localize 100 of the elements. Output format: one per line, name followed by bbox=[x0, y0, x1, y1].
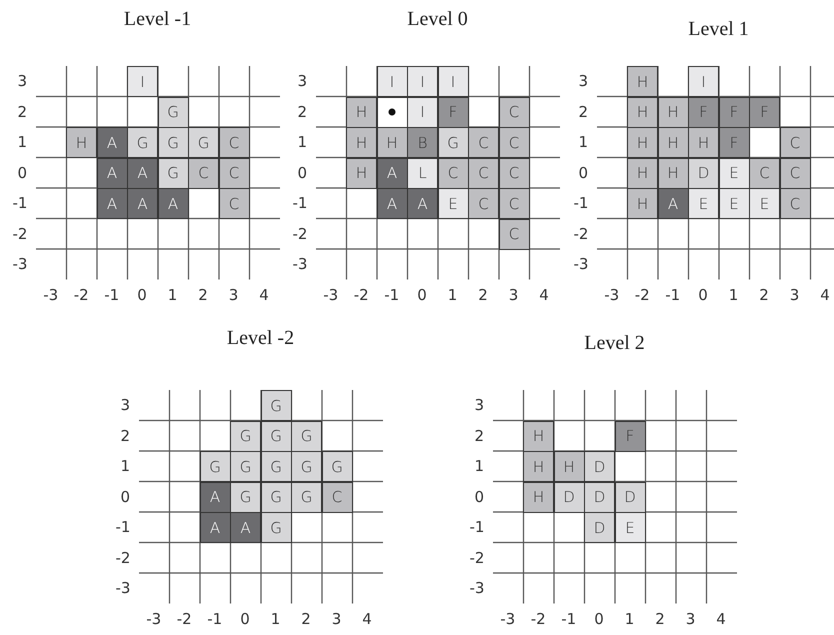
shaded-square: F bbox=[718, 127, 750, 158]
axis-tick-label: -3 bbox=[323, 286, 338, 304]
axis-tick-label: 1 bbox=[168, 286, 178, 304]
shaded-square: D bbox=[554, 482, 584, 512]
shaded-square: C bbox=[218, 158, 250, 188]
shaded-square: A bbox=[96, 188, 128, 219]
shaded-square: F bbox=[718, 96, 750, 128]
axis-tick-label: 3 bbox=[578, 72, 588, 90]
shaded-square: H bbox=[627, 127, 658, 158]
axis-tick-label: 2 bbox=[301, 610, 311, 628]
axis-tick-label: 2 bbox=[120, 426, 130, 445]
axis-tick-label: -3 bbox=[292, 255, 308, 274]
shaded-square: E bbox=[749, 188, 780, 219]
shaded-square: G bbox=[230, 420, 261, 452]
shaded-square: A bbox=[96, 127, 128, 158]
shaded-square: F bbox=[614, 420, 646, 452]
shaded-square: E bbox=[438, 188, 468, 219]
axis-tick-label: -3 bbox=[604, 286, 620, 304]
panel-title: Level -2 bbox=[226, 327, 296, 350]
shaded-square: C bbox=[749, 158, 780, 188]
axis-tick-label: 2 bbox=[655, 610, 665, 628]
axis-tick-label: 4 bbox=[716, 610, 726, 628]
shaded-square: G bbox=[260, 420, 292, 452]
shaded-square: C bbox=[498, 127, 530, 158]
shaded-square: E bbox=[718, 158, 750, 188]
shaded-square: E bbox=[688, 188, 719, 219]
axis-tick-label: 2 bbox=[474, 426, 484, 445]
shaded-square: H bbox=[627, 158, 658, 188]
axis-tick-label: 1 bbox=[298, 133, 308, 152]
axis-tick-label: 1 bbox=[18, 133, 28, 152]
panel-title: Level 2 bbox=[583, 332, 646, 355]
shaded-square: G bbox=[260, 451, 292, 482]
axis-tick-label: 4 bbox=[259, 286, 269, 304]
axis-tick-label: 3 bbox=[332, 610, 342, 628]
axis-tick-label: 3 bbox=[120, 396, 130, 414]
shaded-square: A bbox=[230, 512, 261, 543]
shaded-square: A bbox=[127, 188, 158, 219]
shaded-square: A bbox=[407, 188, 438, 219]
shaded-square: G bbox=[291, 451, 322, 482]
shaded-square: C bbox=[498, 218, 530, 250]
axis-tick-label: 4 bbox=[362, 610, 372, 628]
axis-tick-label: 1 bbox=[728, 286, 738, 304]
shaded-square: C bbox=[498, 96, 530, 128]
shaded-square: D bbox=[584, 451, 615, 482]
axis-tick-label: 0 bbox=[120, 488, 130, 506]
shaded-square: B bbox=[407, 127, 438, 158]
shaded-square: A bbox=[658, 188, 688, 219]
shaded-square: C bbox=[188, 158, 219, 188]
axis-tick-label: -1 bbox=[12, 194, 28, 212]
axis-tick-label: -3 bbox=[43, 286, 58, 304]
shaded-square: I bbox=[376, 66, 408, 97]
shaded-square: H bbox=[627, 66, 658, 97]
shaded-square: G bbox=[260, 390, 292, 421]
axis-tick-label: 2 bbox=[478, 286, 488, 304]
shaded-square: H bbox=[658, 127, 688, 158]
axis-tick-label: 2 bbox=[578, 102, 588, 121]
shaded-square: H bbox=[523, 420, 554, 452]
axis-tick-label: 0 bbox=[137, 286, 147, 304]
axis-tick-label: -2 bbox=[116, 548, 130, 567]
shaded-square: C bbox=[498, 158, 530, 188]
axis-tick-label: -3 bbox=[470, 579, 484, 598]
shaded-square: G bbox=[230, 482, 261, 512]
shaded-square: L bbox=[407, 158, 438, 188]
shaded-square: H bbox=[346, 158, 377, 188]
shaded-square: A bbox=[96, 158, 128, 188]
shaded-square: F bbox=[438, 96, 468, 128]
shaded-square: A bbox=[200, 512, 230, 543]
axis-tick-label: -3 bbox=[12, 255, 28, 274]
axis-tick-label: 3 bbox=[474, 396, 484, 414]
shaded-square: G bbox=[322, 451, 352, 482]
axis-tick-label: 1 bbox=[578, 133, 588, 152]
axis-tick-label: -1 bbox=[574, 194, 588, 212]
shaded-square: D bbox=[584, 512, 615, 543]
axis-tick-label: 4 bbox=[820, 286, 830, 304]
shaded-square: G bbox=[260, 482, 292, 512]
axis-tick-label: 2 bbox=[198, 286, 208, 304]
shaded-square: I bbox=[127, 66, 158, 97]
shaded-square: C bbox=[438, 158, 468, 188]
shaded-square: H bbox=[376, 127, 408, 158]
grid-panel bbox=[138, 327, 382, 604]
axis-tick-label: 2 bbox=[18, 102, 28, 121]
axis-tick-label: 2 bbox=[759, 286, 769, 304]
axis-tick-label: -2 bbox=[354, 286, 369, 304]
shaded-square: E bbox=[614, 512, 646, 543]
shaded-square: A bbox=[158, 188, 188, 219]
axis-tick-label: 0 bbox=[240, 610, 250, 628]
axis-tick-label: -1 bbox=[561, 610, 576, 628]
panel-title: Level 0 bbox=[406, 8, 469, 31]
shaded-square: D bbox=[584, 482, 615, 512]
shaded-square: A bbox=[376, 188, 408, 219]
shaded-square: H bbox=[523, 482, 554, 512]
shaded-square: H bbox=[523, 451, 554, 482]
shaded-square: E bbox=[718, 188, 750, 219]
shaded-square: H bbox=[688, 127, 719, 158]
shaded-square: A bbox=[200, 482, 230, 512]
shaded-square: H bbox=[658, 96, 688, 128]
panel-title: Level 1 bbox=[687, 18, 750, 41]
axis-tick-label: -2 bbox=[634, 286, 650, 304]
axis-tick-label: -3 bbox=[500, 610, 516, 628]
shaded-square: G bbox=[158, 127, 188, 158]
